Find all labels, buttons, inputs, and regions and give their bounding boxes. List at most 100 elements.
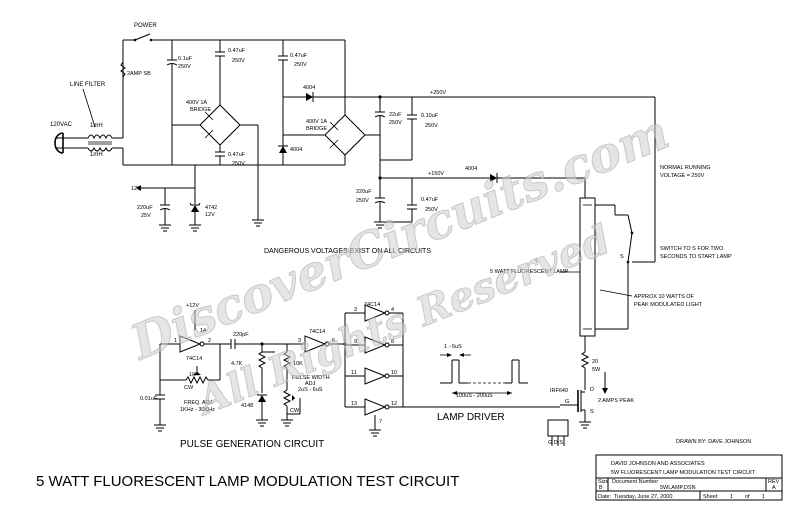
fluorescent-lamp-icon: [579, 197, 596, 337]
drawn-by-label: DRAWN BY: DAVE JOHNSON: [676, 439, 751, 445]
chip-c-label: 74C14: [364, 302, 380, 308]
bridge-rectifier-2: [324, 114, 366, 156]
bridge1-cap-bot-label: 0.47uF: [228, 152, 246, 158]
ground-icon: [154, 424, 166, 432]
rail-12-label: 12V: [131, 186, 141, 192]
bridge2-cap-top-voltage: 250V: [294, 62, 307, 68]
resistor-20-watts: 5W: [592, 367, 601, 373]
pin-7-label: 7: [379, 419, 382, 425]
of-label: of: [745, 494, 750, 500]
ground-icon: [369, 429, 381, 437]
title-block: DAVID JOHNSON AND ASSOCIATES 5W FLUORESC…: [595, 454, 783, 501]
pin-9-label: 9: [354, 339, 357, 345]
bridge1-name2: BRIDGE: [190, 107, 211, 113]
to220-package-icon: [547, 419, 569, 446]
pin-10-label: 10: [391, 370, 397, 376]
cap-010-voltage: 250V: [425, 123, 438, 129]
doc-number-label: Document Number: [612, 479, 658, 485]
pulse-waveform-icon: [440, 353, 528, 395]
diode-4004-top: [283, 92, 320, 102]
pulse-gen-title: PULSE GENERATION CIRCUIT: [180, 439, 324, 450]
vcc-label: +12V: [186, 303, 199, 309]
pin14-label: 14: [200, 328, 206, 334]
package-pins-label: G D S: [548, 440, 563, 446]
line-filter-inductors: [63, 134, 123, 152]
date-value: Tuesday, June 27, 2000: [614, 494, 672, 500]
cap-001-label: 0.01uF: [140, 396, 158, 402]
cap-12-voltage: 25V: [141, 213, 151, 219]
ground-icon: [252, 219, 264, 227]
power-label: POWER: [134, 23, 157, 29]
approx-light-line2: PEAK MODULATED LIGHT: [634, 302, 703, 308]
inductor2-label: 1mH: [90, 152, 103, 158]
freq-adj-line2: 1KHz - 30KHz: [180, 407, 215, 413]
ground-icon: [256, 419, 268, 427]
title-line: 5W FLUORESCENT LAMP MODULATION TEST CIRC…: [611, 470, 756, 476]
cap-22-label: 22uF: [389, 112, 402, 118]
rev-label: REV: [768, 479, 780, 485]
r10k-b-label: 10K: [189, 372, 199, 378]
cap-220p-label: 220pF: [233, 332, 249, 338]
r10k-a-label: 10K: [293, 361, 303, 367]
cap-220-voltage: 250V: [356, 198, 369, 204]
ground-icon: [159, 224, 201, 232]
size-value: B: [599, 485, 603, 491]
sheet-label: Sheet: [703, 494, 718, 500]
doc-number-value: 5WLAMP.DSN: [660, 485, 696, 491]
lamp-driver-title: LAMP DRIVER: [437, 412, 505, 423]
zener-voltage: 12V: [205, 212, 215, 218]
input-voltage-label: 120VAC: [50, 122, 73, 128]
cap-22-voltage: 250V: [389, 120, 402, 126]
main-title: 5 WATT FLUORESCENT LAMP MODULATION TEST …: [36, 473, 459, 490]
bridge1-cap-top-label: 0.47uF: [228, 48, 246, 54]
bridge2-cap-top-label: 0.47uF: [290, 53, 308, 59]
danger-warning: DANGEROUS VOLTAGES EXIST ON ALL CIRCUITS: [264, 248, 431, 255]
pin-11-label: 11: [351, 370, 357, 376]
lamp-label: 5 WATT FLUORESCENT LAMP: [490, 269, 569, 275]
zener-label: 4742: [205, 205, 217, 211]
bridge2-name1: 400V 1A: [306, 119, 327, 125]
cw-label-1: CW: [184, 385, 194, 391]
diode-150-label: 4004: [465, 166, 477, 172]
pin3-label: 3: [298, 338, 301, 344]
diode-mid-label: 4004: [290, 147, 302, 153]
sheet-value: 1: [730, 494, 733, 500]
pin-4-label: 4: [391, 307, 394, 313]
diode-4148-label: 4148: [241, 403, 253, 409]
fet-drain-label: D: [590, 387, 594, 393]
pw-line2: ADJ: [305, 381, 316, 387]
approx-light-line1: APPROX 10 WATTS OF: [634, 294, 695, 300]
pin1-label: 1: [174, 338, 177, 344]
bridge1-name1: 400V 1A: [186, 100, 207, 106]
pw-line3: 2uS - 6uS: [298, 387, 323, 393]
cap-047c-voltage: 250V: [425, 207, 438, 213]
inductor1-label: 1mH: [90, 123, 103, 129]
diode-4004-mid: [278, 145, 288, 153]
fet-gate-label: G: [565, 399, 569, 405]
cap-input-voltage: 250V: [178, 64, 191, 70]
pw-line1: PULSE WIDTH: [292, 375, 330, 381]
bridge1-cap-top-voltage: 250V: [232, 58, 245, 64]
lamp-section: 5 WATT FLUORESCENT LAMP S NORMAL RUNNING…: [490, 97, 732, 446]
line-filter-label: LINE FILTER: [70, 82, 106, 88]
switch-note-line1: SWITCH TO S FOR TWO: [660, 246, 724, 252]
chip-a-label: 74C14: [186, 356, 202, 362]
switch-note-line2: SECONDS TO START LAMP: [660, 254, 732, 260]
cap-010-label: 0.10uF: [421, 113, 439, 119]
diode-top-label: 4004: [303, 85, 315, 91]
pin2-label: 2: [208, 338, 211, 344]
pin-3-label: 3: [354, 307, 357, 313]
pin-13-label: 13: [351, 401, 357, 407]
r47k-label: 4.7K: [231, 361, 243, 367]
ac-plug-icon: [54, 132, 64, 154]
fuse-label: 2AMP SB: [127, 71, 151, 77]
ground-icon: [579, 421, 591, 429]
rail-150-label: +150V: [428, 171, 444, 177]
power-supply-section: 120VAC LINE FILTER 1mH 1mH POWER: [50, 23, 655, 232]
fet-label: IRF640: [550, 388, 568, 394]
pulse-width-label: 1 - 6uS: [444, 344, 462, 350]
cap-047c-label: 0.47uF: [421, 197, 439, 203]
pin6-label: 6: [332, 338, 335, 344]
cap-input-label: 0.1uF: [178, 56, 193, 62]
